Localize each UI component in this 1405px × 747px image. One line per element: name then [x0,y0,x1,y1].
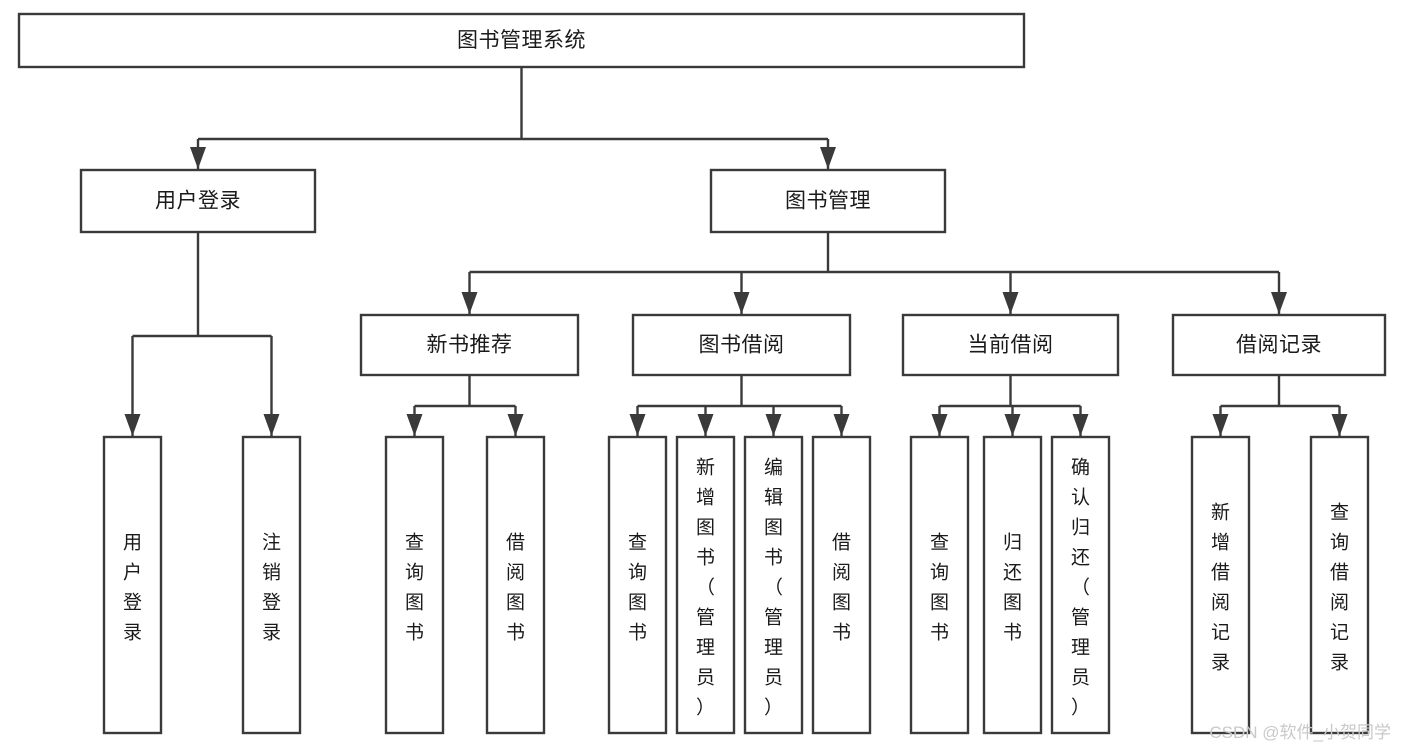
node-box-br-query-record[interactable] [1309,435,1370,735]
node-box-user-login[interactable] [79,168,317,234]
node-box-nbr-borrow-book[interactable] [485,435,546,735]
arrow-head-icon [833,414,850,436]
arrow-head-icon [190,147,206,169]
node-user-logout[interactable]: 注销登录 [241,435,302,735]
node-label-user-login: 用户登录 [155,190,241,213]
node-label-new-book-recommend: 新书推荐 [427,334,513,357]
node-bb-query-book[interactable]: 查询图书 [607,435,668,735]
node-label-book-manage: 图书管理 [785,190,871,213]
node-label-bb-add-book: 新增图书（管理员） [696,456,715,718]
node-label-borrow-record: 借阅记录 [1236,334,1322,357]
node-bb-add-book[interactable]: 新增图书（管理员） [675,435,736,735]
arrow-head-icon [765,414,782,436]
arrow-head-icon [1004,414,1021,436]
node-box-user-logout[interactable] [241,435,302,735]
node-box-bb-query-book[interactable] [607,435,668,735]
node-box-bb-borrow-book[interactable] [811,435,872,735]
node-label-current-borrow: 当前借阅 [968,334,1054,357]
node-label-user-logout: 注销登录 [262,531,281,643]
node-book-borrow[interactable]: 图书借阅 [631,313,852,377]
arrow-head-icon [733,292,750,314]
node-box-current-borrow[interactable] [901,313,1120,377]
node-box-br-add-record[interactable] [1190,435,1251,735]
node-box-bb-add-book[interactable] [675,435,736,735]
node-br-query-record[interactable]: 查询借阅记录 [1309,435,1370,735]
node-label-cb-query-book: 查询图书 [930,531,949,643]
node-box-bb-edit-book[interactable] [743,435,804,735]
node-box-book-borrow[interactable] [631,313,852,377]
connectors-layer [124,67,1348,436]
node-label-nbr-borrow-book: 借阅图书 [506,531,525,643]
arrow-head-icon [820,147,836,169]
node-nbr-borrow-book[interactable]: 借阅图书 [485,435,546,735]
node-label-bb-edit-book: 编辑图书（管理员） [764,456,783,718]
node-user-login-do[interactable]: 用户登录 [102,435,163,735]
node-bb-edit-book[interactable]: 编辑图书（管理员） [743,435,804,735]
node-box-root[interactable] [17,12,1026,69]
arrow-head-icon [1072,414,1089,436]
node-label-root: 图书管理系统 [457,29,586,52]
node-borrow-record[interactable]: 借阅记录 [1171,313,1387,377]
arrow-head-icon [461,292,478,314]
node-label-bb-borrow-book: 借阅图书 [832,531,851,643]
node-label-br-add-record: 新增借阅记录 [1211,501,1230,673]
arrow-head-icon [1271,292,1287,314]
nodes-layer: 图书管理系统用户登录图书管理用户登录注销登录新书推荐查询图书借阅图书图书借阅查询… [17,12,1387,735]
node-book-manage[interactable]: 图书管理 [709,168,947,234]
arrow-head-icon [263,414,280,436]
node-br-add-record[interactable]: 新增借阅记录 [1190,435,1251,735]
arrow-head-icon [931,414,948,436]
node-cb-query-book[interactable]: 查询图书 [909,435,970,735]
arrow-head-icon [1002,292,1019,314]
node-label-book-borrow: 图书借阅 [699,334,785,357]
node-label-user-login-do: 用户登录 [123,532,142,643]
arrow-head-icon [406,414,423,436]
node-box-nbr-query-book[interactable] [384,435,445,735]
node-bb-borrow-book[interactable]: 借阅图书 [811,435,872,735]
node-cb-return-book[interactable]: 归还图书 [982,435,1043,735]
node-label-bb-query-book: 查询图书 [628,531,647,643]
node-new-book-recommend[interactable]: 新书推荐 [359,313,580,377]
arrow-head-icon [697,414,714,436]
node-box-book-manage[interactable] [709,168,947,234]
node-nbr-query-book[interactable]: 查询图书 [384,435,445,735]
node-box-cb-return-book[interactable] [982,435,1043,735]
arrow-head-icon [1331,414,1348,436]
node-user-login[interactable]: 用户登录 [79,168,317,234]
arrow-head-icon [629,414,646,436]
node-root[interactable]: 图书管理系统 [17,12,1026,69]
node-label-cb-confirm-return: 确认归还（管理员） [1071,456,1090,718]
node-box-new-book-recommend[interactable] [359,313,580,377]
node-box-cb-query-book[interactable] [909,435,970,735]
arrow-head-icon [124,414,141,436]
node-label-nbr-query-book: 查询图书 [405,531,424,643]
node-box-cb-confirm-return[interactable] [1050,435,1111,735]
node-cb-confirm-return[interactable]: 确认归还（管理员） [1050,435,1111,735]
node-box-user-login-do[interactable] [102,435,163,735]
arrow-head-icon [1212,414,1229,436]
node-current-borrow[interactable]: 当前借阅 [901,313,1120,377]
node-box-borrow-record[interactable] [1171,313,1387,377]
node-label-cb-return-book: 归还图书 [1003,531,1022,643]
arrow-head-icon [507,414,524,436]
node-label-br-query-record: 查询借阅记录 [1330,501,1349,673]
